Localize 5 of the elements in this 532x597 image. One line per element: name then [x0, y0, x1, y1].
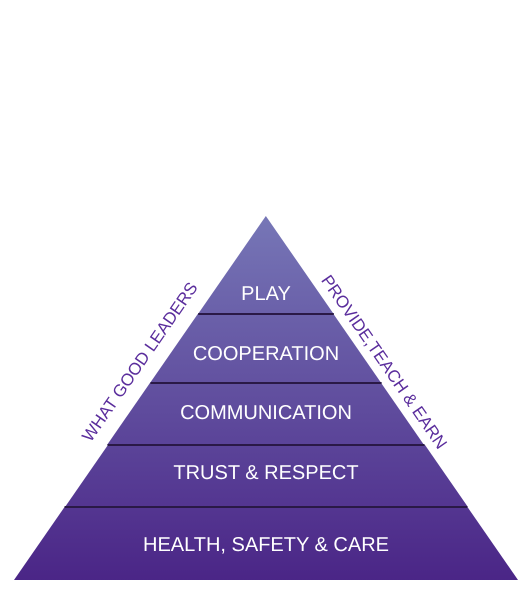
tier-label: COMMUNICATION	[180, 403, 352, 423]
tier-label: HEALTH, SAFETY & CARE	[143, 535, 389, 555]
tier-label: TRUST & RESPECT	[173, 463, 359, 483]
tier-label: PLAY	[241, 284, 291, 304]
pyramid-tier	[14, 507, 518, 580]
